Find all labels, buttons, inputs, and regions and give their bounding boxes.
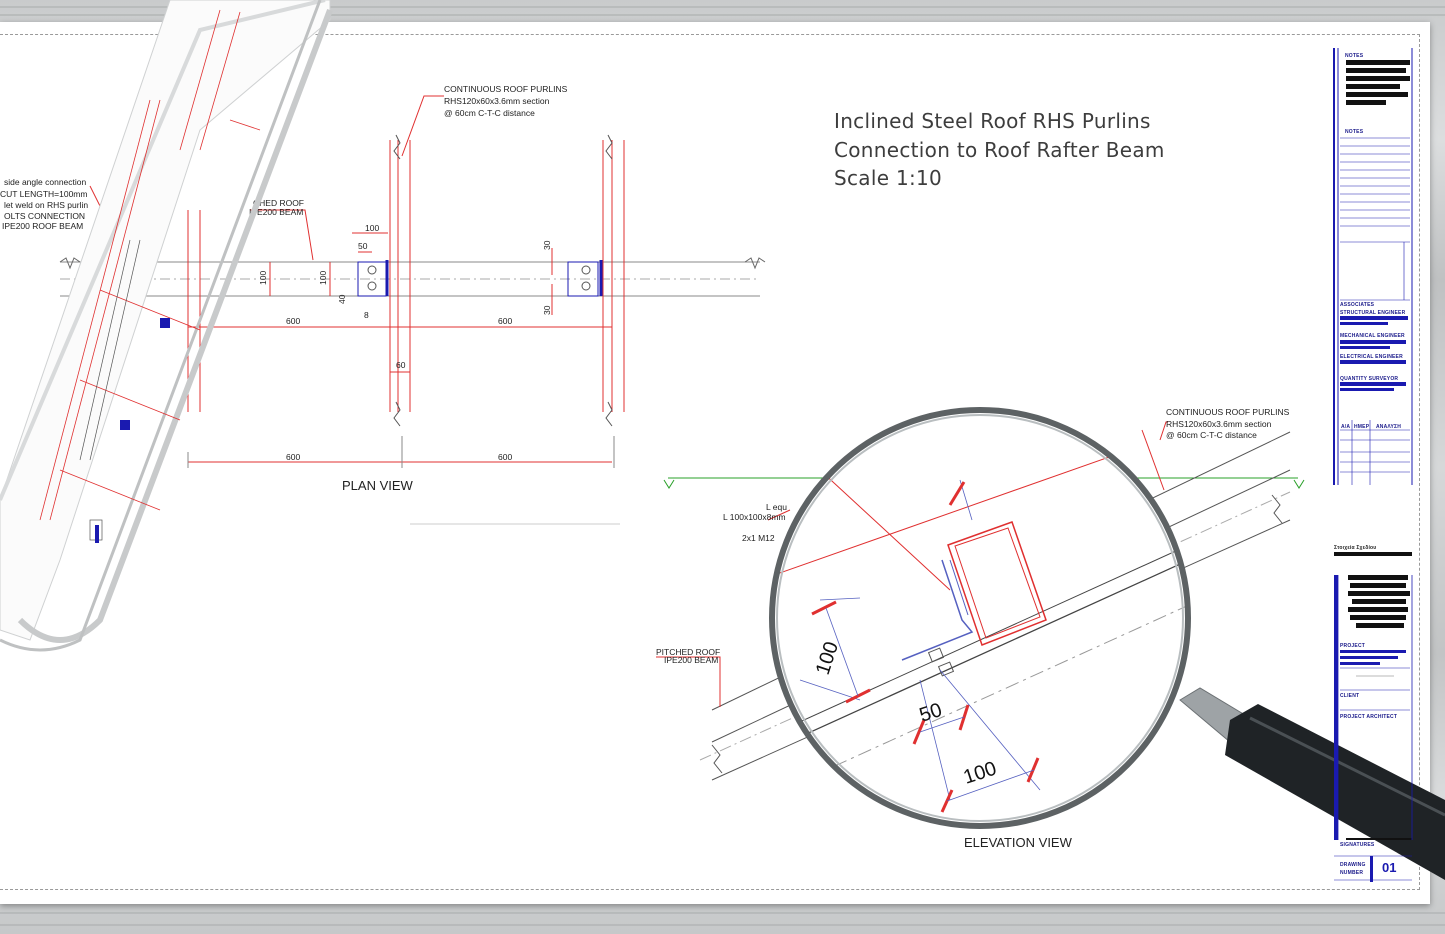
tb-notes-1: NOTES bbox=[1345, 53, 1364, 59]
rolled-drawing-sheet bbox=[0, 0, 333, 652]
dim-600-b: 600 bbox=[498, 316, 512, 326]
dim-60: 60 bbox=[396, 360, 406, 370]
tb-quantity: QUANTITY SURVEYOR bbox=[1340, 376, 1399, 382]
elev-bolt-note: 2x1 M12 bbox=[742, 533, 775, 543]
title-line-3: Scale 1:10 bbox=[834, 166, 943, 190]
tb-mechanical: MECHANICAL ENGINEER bbox=[1340, 333, 1405, 339]
plan-left-note-1: side angle connection bbox=[4, 177, 87, 187]
elev-purlin-note-2: RHS120x60x3.6mm section bbox=[1166, 419, 1272, 429]
wood-grain bbox=[0, 14, 1445, 16]
plan-purlin-note-2: RHS120x60x3.6mm section bbox=[444, 96, 550, 106]
tb-drawing: DRAWING bbox=[1340, 862, 1366, 868]
drawing-sheet bbox=[0, 22, 1430, 904]
title-line-1: Inclined Steel Roof RHS Purlins bbox=[834, 109, 1151, 133]
tb-client: CLIENT bbox=[1340, 693, 1360, 699]
plan-pitched-2: IPE200 BEAM bbox=[249, 207, 303, 217]
drawing-number: 01 bbox=[1382, 860, 1397, 875]
drawing-title: Inclined Steel Roof RHS Purlins Connecti… bbox=[834, 107, 1165, 193]
plan-view bbox=[59, 95, 766, 525]
dim-40: 40 bbox=[337, 294, 347, 304]
magnifying-glass-icon bbox=[769, 407, 1191, 829]
title-block bbox=[1333, 48, 1413, 882]
tb-project-architect: PROJECT ARCHITECT bbox=[1340, 714, 1398, 720]
magnifier-handle bbox=[1179, 687, 1445, 880]
tb-associates: ASSOCIATES bbox=[1340, 302, 1375, 308]
dim-600-c: 600 bbox=[286, 452, 300, 462]
elev-purlin-note-1: CONTINUOUS ROOF PURLINS bbox=[1166, 407, 1290, 417]
dim-30-a: 30 bbox=[542, 240, 552, 250]
tb-number: NUMBER bbox=[1340, 870, 1364, 876]
wood-grain bbox=[0, 924, 1445, 926]
tb-electrical: ELECTRICAL ENGINEER bbox=[1340, 354, 1403, 360]
tb-signatures: SIGNATURES bbox=[1340, 842, 1375, 848]
elev-pitched-1: PITCHED ROOF bbox=[656, 647, 720, 657]
plan-left-note-3: let weld on RHS purlin bbox=[4, 200, 88, 210]
wood-grain bbox=[0, 912, 1445, 914]
plan-notes: CONTINUOUS ROOF PURLINS RHS120x60x3.6mm … bbox=[0, 84, 568, 231]
tb-stamp: Στοιχεία Σχεδίου bbox=[1334, 545, 1377, 551]
tb-project: PROJECT bbox=[1340, 643, 1366, 649]
dim-8: 8 bbox=[364, 310, 369, 320]
dim-100-top: 100 bbox=[365, 223, 379, 233]
plan-view-label: PLAN VIEW bbox=[342, 478, 414, 493]
plan-pitched-1: CHED ROOF bbox=[253, 198, 304, 208]
tb-col-aa: A/A bbox=[1341, 424, 1351, 430]
plan-left-note-4: OLTS CONNECTION bbox=[4, 211, 85, 221]
dim-600-d: 600 bbox=[498, 452, 512, 462]
elevation-notes: CONTINUOUS ROOF PURLINS RHS120x60x3.6mm … bbox=[656, 407, 1290, 665]
elev-purlin-note-3: @ 60cm C-T-C distance bbox=[1166, 430, 1257, 440]
plan-purlin-note-1: CONTINUOUS ROOF PURLINS bbox=[444, 84, 568, 94]
tb-notes-2: NOTES bbox=[1345, 129, 1364, 135]
dim-30-b: 30 bbox=[542, 305, 552, 315]
tb-structural: STRUCTURAL ENGINEER bbox=[1340, 310, 1406, 316]
dim-100-b: 100 bbox=[318, 271, 328, 285]
plan-left-note-2: CUT LENGTH=100mm bbox=[0, 189, 87, 199]
elevation-view-label: ELEVATION VIEW bbox=[964, 835, 1073, 850]
plan-left-note-5: IPE200 ROOF BEAM bbox=[2, 221, 83, 231]
tb-col-hmep: HMEP bbox=[1354, 424, 1370, 430]
elev-angle-note-1: L equ bbox=[766, 502, 787, 512]
dim-100-a: 100 bbox=[258, 271, 268, 285]
title-line-2: Connection to Roof Rafter Beam bbox=[834, 137, 1165, 162]
wood-grain bbox=[0, 6, 1445, 8]
dim-50: 50 bbox=[358, 241, 368, 251]
drawing-frame bbox=[0, 34, 1420, 890]
plan-dimensions: 100 50 100 100 40 8 600 600 60 30 30 600… bbox=[258, 223, 552, 462]
tb-col-analysis: ΑΝΑΛΥΣΗ bbox=[1376, 424, 1402, 430]
elev-angle-note-2: L 100x100x8mm bbox=[723, 512, 786, 522]
magnified-detail: 100 50 100 bbox=[772, 410, 1188, 826]
plan-purlin-note-3: @ 60cm C-T-C distance bbox=[444, 108, 535, 118]
dim-600-a: 600 bbox=[286, 316, 300, 326]
elev-pitched-2: IPE200 BEAM bbox=[664, 655, 718, 665]
